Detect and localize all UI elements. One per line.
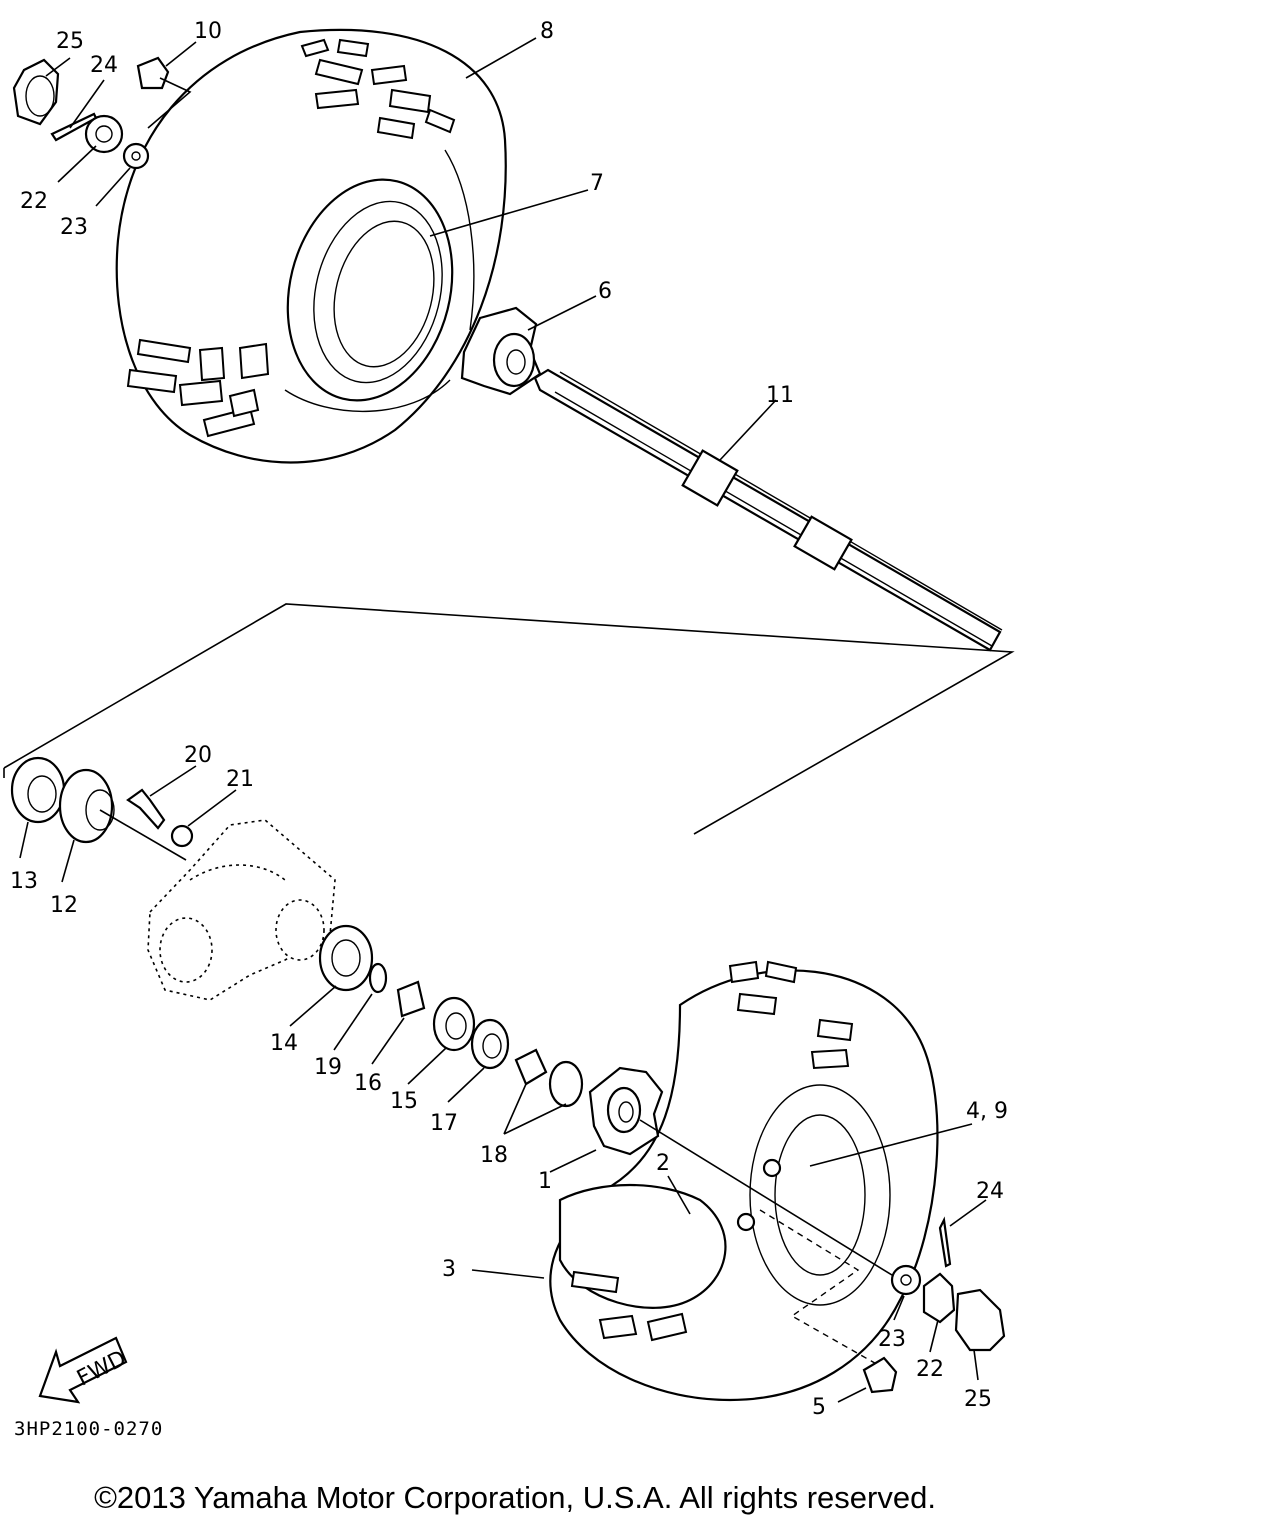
callout-16: 16 — [354, 1071, 382, 1096]
callout-11: 11 — [766, 383, 794, 408]
callout-3: 3 — [442, 1257, 456, 1282]
callout-6: 6 — [598, 279, 612, 304]
callout-13: 13 — [10, 869, 38, 894]
callout-23: 23 — [60, 215, 88, 240]
callout-19: 19 — [314, 1055, 342, 1080]
callouts: 25 24 10 8 22 23 7 6 11 20 21 13 12 14 1… — [10, 19, 1008, 1420]
knuckle-assembly — [10, 756, 584, 1108]
drawing-code: 3HP2100-0270 — [14, 1418, 164, 1440]
leader-lines — [19, 37, 987, 1403]
callout-22: 22 — [20, 189, 48, 214]
callout-4-9: 4, 9 — [966, 1099, 1008, 1124]
callout-25: 25 — [56, 29, 84, 54]
callout-14: 14 — [270, 1031, 298, 1056]
callout-21: 21 — [226, 767, 254, 792]
forward-arrow-icon: FWD — [38, 1336, 130, 1404]
callout-8: 8 — [540, 19, 554, 44]
callout-15: 15 — [390, 1089, 418, 1114]
callout-2: 2 — [656, 1151, 670, 1176]
callout-5: 5 — [812, 1395, 826, 1420]
callout-12: 12 — [50, 893, 78, 918]
callout-23-lower: 23 — [878, 1327, 906, 1352]
upper-tire — [115, 28, 507, 464]
rear-axle — [533, 368, 1003, 652]
bracket-line — [3, 603, 1015, 835]
callout-25-lower: 25 — [964, 1387, 992, 1412]
callout-10: 10 — [194, 19, 222, 44]
lower-tire — [549, 960, 939, 1402]
copyright-notice: ©2013 Yamaha Motor Corporation, U.S.A. A… — [94, 1480, 936, 1515]
lower-hub — [588, 1066, 664, 1156]
callout-17: 17 — [430, 1111, 458, 1136]
upper-hub — [460, 306, 542, 396]
callout-1: 1 — [538, 1169, 552, 1194]
callout-24: 24 — [90, 53, 118, 78]
lower-hardware — [639, 1119, 1006, 1394]
callout-22-lower: 22 — [916, 1357, 944, 1382]
callout-18: 18 — [480, 1143, 508, 1168]
callout-7: 7 — [590, 171, 604, 196]
callout-20: 20 — [184, 743, 212, 768]
callout-24-lower: 24 — [976, 1179, 1004, 1204]
